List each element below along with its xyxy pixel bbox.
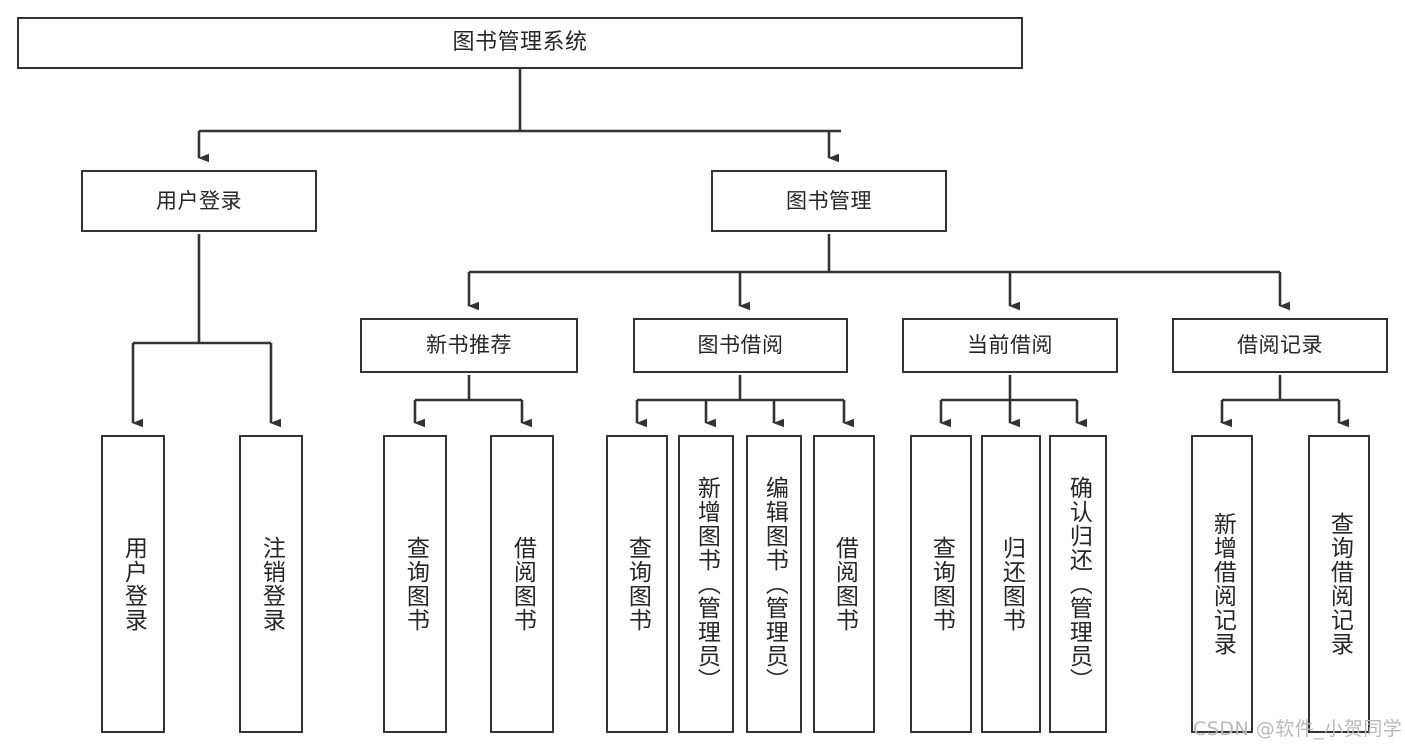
node-label: 图书借阅 (697, 333, 784, 358)
node-label: 图书管理 (786, 188, 872, 213)
node-label: 编辑图书（管理员） (761, 476, 788, 692)
edge-bookmgmt-to-level3 (467, 234, 1290, 311)
node-label: 借阅图书 (831, 536, 858, 632)
node-label: 图书管理系统 (452, 30, 588, 56)
node-root[interactable]: 图书管理系统 (17, 17, 1023, 69)
edge-borrow-to-leaves (635, 375, 854, 428)
edge-login-to-leaves (131, 234, 281, 428)
node-label: 当前借阅 (967, 333, 1053, 358)
node-label: 查询借阅记录 (1326, 512, 1353, 656)
edge-root-to-level2 (197, 69, 841, 163)
leaf-logout[interactable]: 注销登录 (239, 435, 303, 733)
node-label: 查询图书 (928, 536, 955, 632)
node-current-borrow[interactable]: 当前借阅 (902, 318, 1118, 373)
leaf-edit-book-admin[interactable]: 编辑图书（管理员） (746, 435, 802, 733)
node-label: 新增借阅记录 (1209, 512, 1236, 656)
leaf-query-borrow-record[interactable]: 查询借阅记录 (1308, 435, 1370, 733)
node-book-management[interactable]: 图书管理 (711, 170, 947, 232)
leaf-confirm-return-admin[interactable]: 确认归还（管理员） (1049, 435, 1107, 733)
node-label: 查询图书 (624, 536, 651, 632)
leaf-borrow-books-newbook[interactable]: 借阅图书 (490, 435, 554, 733)
watermark-text: CSDN @软件_小贺同学 (1193, 718, 1403, 740)
node-label: 借阅图书 (509, 536, 536, 632)
node-label: 确认归还（管理员） (1065, 476, 1092, 692)
node-label: 查询图书 (402, 536, 429, 632)
leaf-return-books[interactable]: 归还图书 (981, 435, 1041, 733)
node-label: 借阅记录 (1237, 333, 1323, 358)
node-label: 用户登录 (120, 536, 147, 632)
node-label: 归还图书 (998, 536, 1025, 632)
leaf-add-borrow-record[interactable]: 新增借阅记录 (1191, 435, 1253, 733)
node-new-book-recommend[interactable]: 新书推荐 (360, 318, 578, 373)
node-label: 新增图书（管理员） (693, 476, 720, 692)
leaf-query-books-newbook[interactable]: 查询图书 (383, 435, 447, 733)
leaf-user-login[interactable]: 用户登录 (101, 435, 165, 733)
node-book-borrow[interactable]: 图书借阅 (633, 318, 848, 373)
node-label: 新书推荐 (426, 333, 512, 358)
edge-newbook-to-leaves (413, 375, 532, 428)
node-user-login[interactable]: 用户登录 (81, 170, 317, 232)
node-label: 注销登录 (258, 536, 285, 632)
edge-records-to-leaves (1220, 375, 1349, 428)
node-label: 用户登录 (156, 188, 242, 213)
leaf-add-book-admin[interactable]: 新增图书（管理员） (678, 435, 734, 733)
leaf-query-books-current[interactable]: 查询图书 (910, 435, 972, 733)
edge-current-to-leaves (939, 375, 1087, 428)
node-borrow-records[interactable]: 借阅记录 (1172, 318, 1388, 373)
leaf-borrow-books-borrow[interactable]: 借阅图书 (813, 435, 875, 733)
leaf-query-books-borrow[interactable]: 查询图书 (606, 435, 668, 733)
